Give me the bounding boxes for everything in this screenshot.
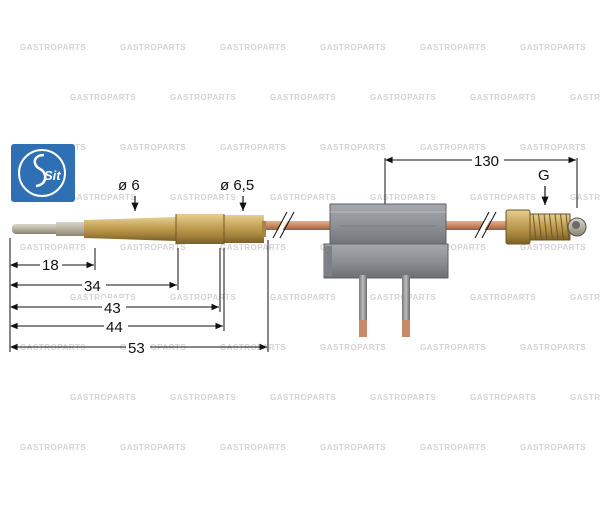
watermark-text: GASTROPARTS [520, 443, 586, 452]
dim-34: 34 [84, 278, 101, 295]
watermark-text: GASTROPARTS [520, 143, 586, 152]
probe-tip [12, 222, 86, 236]
watermark-text: GASTROPARTS [470, 193, 536, 202]
watermark-text: GASTROPARTS [270, 193, 336, 202]
watermark-text: GASTROPARTS [170, 193, 236, 202]
watermark-text: GASTROPARTS [120, 443, 186, 452]
watermark-text: GASTROPARTS [20, 243, 86, 252]
watermark-text: GASTROPARTS [70, 193, 136, 202]
watermark-text: GASTROPARTS [470, 393, 536, 402]
watermark-text: GASTROPARTS [70, 293, 136, 302]
watermark-text: GASTROPARTS [320, 143, 386, 152]
watermark-text: GASTROPARTS [420, 343, 486, 352]
watermark-text: GASTROPARTS [370, 193, 436, 202]
watermark-text: GASTROPARTS [470, 293, 536, 302]
watermark-text: GASTROPARTS [220, 43, 286, 52]
watermark-text: GASTROPARTS [570, 393, 600, 402]
watermark-text: GASTROPARTS [20, 43, 86, 52]
watermark-text: GASTROPARTS [320, 443, 386, 452]
dim-43: 43 [104, 300, 121, 317]
watermark-text: GASTROPARTS [70, 393, 136, 402]
connector-housing [323, 203, 449, 279]
connector-pins [359, 275, 410, 337]
watermark-text: GASTROPARTS [420, 43, 486, 52]
watermark-text: GASTROPARTS [320, 43, 386, 52]
watermark-text: GASTROPARTS [220, 443, 286, 452]
dim-18: 18 [42, 257, 59, 274]
watermark-text: GASTROPARTS [420, 443, 486, 452]
watermark-text: GASTROPARTS [170, 293, 236, 302]
watermark-text: GASTROPARTS [320, 343, 386, 352]
watermark-text: GASTROPARTS [570, 193, 600, 202]
watermark-text: GASTROPARTS [120, 243, 186, 252]
extension-lines [9, 158, 578, 352]
watermark-text: GASTROPARTS [120, 143, 186, 152]
watermark-text: GASTROPARTS [470, 93, 536, 102]
watermark-text: GASTROPARTS [20, 443, 86, 452]
dim-44: 44 [106, 319, 123, 336]
dim-130: 130 [474, 153, 499, 170]
watermark-text: GASTROPARTS [220, 243, 286, 252]
watermark-text: GASTROPARTS [70, 93, 136, 102]
label-diameter-tip: ø 6 [118, 177, 140, 194]
watermark-text: GASTROPARTS [370, 393, 436, 402]
watermark-text: GASTROPARTS [420, 143, 486, 152]
dimension-lines [9, 156, 576, 351]
dimension-labels: 18 34 43 44 53 130 [40, 151, 504, 357]
watermark-text: GASTROPARTS [220, 143, 286, 152]
watermark-text: GASTROPARTS [170, 93, 236, 102]
threaded-nut [505, 209, 587, 245]
watermark-text: GASTROPARTS [270, 93, 336, 102]
watermark-text: GASTROPARTS [570, 93, 600, 102]
watermark-text: GASTROPARTS [270, 393, 336, 402]
watermark-text: GASTROPARTS [170, 393, 236, 402]
logo-text: Sit [44, 168, 61, 183]
label-thread-g: G [538, 167, 550, 184]
label-diameter-body: ø 6,5 [220, 177, 254, 194]
watermark-text: GASTROPARTS [120, 43, 186, 52]
sit-logo: Sit [11, 144, 75, 202]
watermark-text: GASTROPARTS [420, 243, 486, 252]
watermark-layer: GASTROPARTS GASTROPARTS GASTROPARTS GASTROP… [20, 43, 600, 452]
watermark-text: GASTROPARTS [270, 293, 336, 302]
watermark-text: GASTROPARTS [370, 93, 436, 102]
watermark-text: GASTROPARTS [520, 343, 586, 352]
brass-sensor-body [84, 214, 266, 244]
dim-53: 53 [128, 340, 145, 357]
watermark-text: GASTROPARTS [520, 243, 586, 252]
copper-capillary-tube [262, 211, 506, 239]
diameter-callouts: ø 6 ø 6,5 G [118, 167, 550, 211]
watermark-text: GASTROPARTS [520, 43, 586, 52]
watermark-text: GASTROPARTS [570, 293, 600, 302]
